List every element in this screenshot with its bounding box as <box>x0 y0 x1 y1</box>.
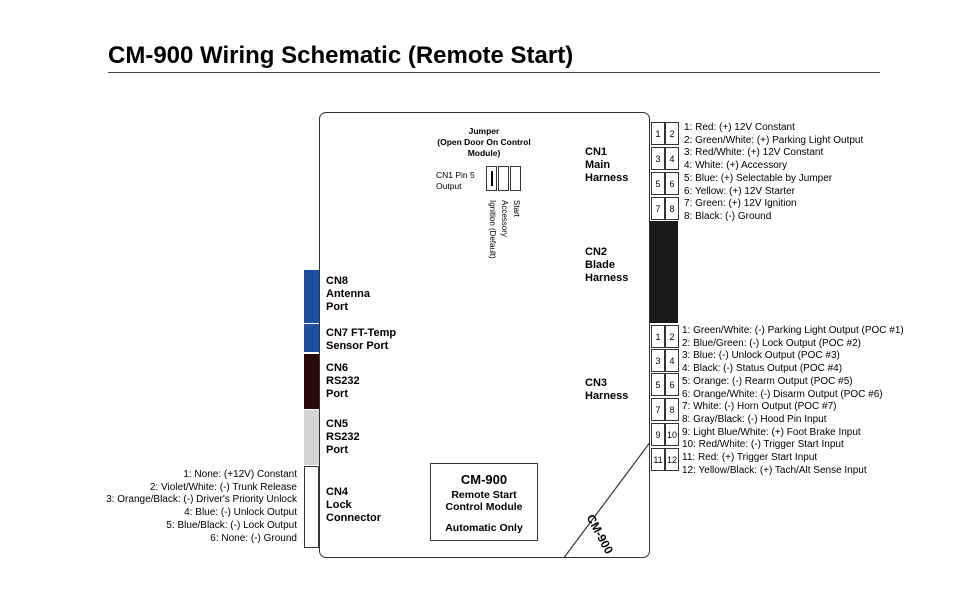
cn4-wire-6: 6: None: (-) Ground <box>210 532 297 544</box>
cn3-wire-8: 8: Gray/Black: (-) Hood Pin Input <box>682 413 827 425</box>
cn3-wire-2: 2: Blue/Green: (-) Lock Output (POC #2) <box>682 337 861 349</box>
cn1-wire-1: 1: Red: (+) 12V Constant <box>684 122 795 133</box>
cn3-wire-12: 12: Yellow/Black: (+) Tach/Alt Sense Inp… <box>682 464 867 476</box>
cn1-wire-3: 3: Red/White: (+) 12V Constant <box>684 147 824 159</box>
cn1-wire-2: 2: Green/White: (+) Parking Light Output <box>684 134 864 146</box>
cn3-wire-7: 7: White: (-) Horn Output (POC #7) <box>682 401 837 413</box>
cn1-wire-8: 8: Black: (-) Ground <box>684 210 772 222</box>
cn7-label: CN7 FT-Temp Sensor Port <box>326 327 397 352</box>
cn7-port-block <box>304 324 319 352</box>
page-title: CM-900 Wiring Schematic (Remote Start) <box>108 42 574 69</box>
cn3-pin-9: 9 <box>651 423 665 446</box>
jumper-option-ignition: Ignition (Default) <box>488 200 497 259</box>
title-divider <box>108 72 880 73</box>
control-module-board <box>319 112 650 558</box>
cn3-wire-9: 9: Light Blue/White: (+) Foot Brake Inpu… <box>682 426 861 438</box>
module-line-2: Control Module <box>445 501 523 513</box>
cn1-pin-1: 1 <box>651 122 665 145</box>
cn3-pin-11: 11 <box>651 448 665 471</box>
cn3-wire-4: 4: Black: (-) Status Output (POC #4) <box>682 363 843 375</box>
cn1-pin-7: 7 <box>651 197 665 220</box>
cn1-pin-3: 3 <box>651 147 665 170</box>
module-info-box: CM-900 Remote Start Control Module Autom… <box>430 463 538 541</box>
cn3-wire-6: 6: Orange/White: (-) Disarm Output (POC … <box>682 388 883 400</box>
cn1-wire-list: 1: Red: (+) 12V Constant 2: Green/White:… <box>684 122 863 224</box>
module-line-1: Remote Start <box>451 489 517 501</box>
cn1-pin-5: 5 <box>651 172 665 195</box>
cn1-wire-4: 4: White: (+) Accessory <box>684 160 788 172</box>
cn6-label: CN6 RS232 Port <box>326 362 360 400</box>
cn4-port-block <box>304 466 319 548</box>
cn3-pin-10: 10 <box>665 423 679 446</box>
cn3-pin-6: 6 <box>665 373 679 396</box>
cn4-wire-4: 4: Blue: (-) Unlock Output <box>184 507 297 519</box>
cn5-label: CN5 RS232 Port <box>326 418 360 456</box>
cn3-pin-4: 4 <box>665 349 679 372</box>
cn4-label: CN4 Lock Connector <box>326 486 381 524</box>
cn1-wire-6: 6: Yellow: (+) 12V Starter <box>684 185 795 197</box>
cn4-wire-2: 2: Violet/White: (-) Trunk Release <box>149 481 297 493</box>
jumper-cell-3 <box>510 166 521 191</box>
jumper-option-accessory: Accessory <box>500 200 509 237</box>
jumper-heading: Jumper (Open Door On Control Module) <box>437 126 531 158</box>
cn3-wire-5: 5: Orange: (-) Rearm Output (POC #5) <box>682 375 853 387</box>
cn1-pin-2: 2 <box>665 122 679 145</box>
jumper-cell-1 <box>486 166 497 191</box>
cn4-wire-list: 1: None: (+12V) Constant 2: Violet/White… <box>106 469 297 545</box>
jumper-cell-2 <box>498 166 509 191</box>
cn4-wire-5: 5: Blue/Black: (-) Lock Output <box>166 519 297 531</box>
cn3-pin-7: 7 <box>651 398 665 421</box>
cn3-pin-2: 2 <box>665 325 679 348</box>
cn1-pin-4: 4 <box>665 147 679 170</box>
cn3-label: CN3 Harness <box>585 377 629 402</box>
corner-diagonal <box>563 442 649 557</box>
cn3-wire-1: 1: Green/White: (-) Parking Light Output… <box>682 325 904 336</box>
cn4-wire-1: 1: None: (+12V) Constant <box>183 469 297 480</box>
cn6-port-block <box>304 354 319 409</box>
cn3-pin-5: 5 <box>651 373 665 396</box>
cn3-pin-3: 3 <box>651 349 665 372</box>
cn1-label: CN1 Main Harness <box>585 146 629 184</box>
cn2-blade-block <box>650 221 678 323</box>
cn1-wire-5: 5: Blue: (+) Selectable by Jumper <box>684 172 833 184</box>
cn2-label: CN2 Blade Harness <box>585 246 629 284</box>
cn3-wire-10: 10: Red/White: (-) Trigger Start Input <box>682 439 844 451</box>
cn3-wire-3: 3: Blue: (-) Unlock Output (POC #3) <box>682 350 840 362</box>
jumper-pin-label: CN1 Pin 5 Output <box>436 170 475 191</box>
cn1-pin-8: 8 <box>665 197 679 220</box>
cn8-label: CN8 Antenna Port <box>326 275 370 313</box>
cn4-wire-3: 3: Orange/Black: (-) Driver's Priority U… <box>106 494 297 506</box>
cn3-wire-11: 11: Red: (+) Trigger Start Input <box>682 452 818 464</box>
cn1-wire-7: 7: Green: (+) 12V Ignition <box>684 198 797 210</box>
cn3-pin-8: 8 <box>665 398 679 421</box>
cn3-pin-12: 12 <box>665 448 679 471</box>
cn1-pin-6: 6 <box>665 172 679 195</box>
module-line-3: Automatic Only <box>445 522 523 534</box>
cn5-port-block <box>304 410 319 465</box>
jumper-option-start: Start <box>512 200 521 217</box>
cn8-port-block <box>304 270 319 323</box>
jumper-pin-marker <box>491 171 493 186</box>
module-name: CM-900 <box>460 472 508 487</box>
cn3-pin-1: 1 <box>651 325 665 348</box>
cn3-wire-list: 1: Green/White: (-) Parking Light Output… <box>682 325 904 477</box>
